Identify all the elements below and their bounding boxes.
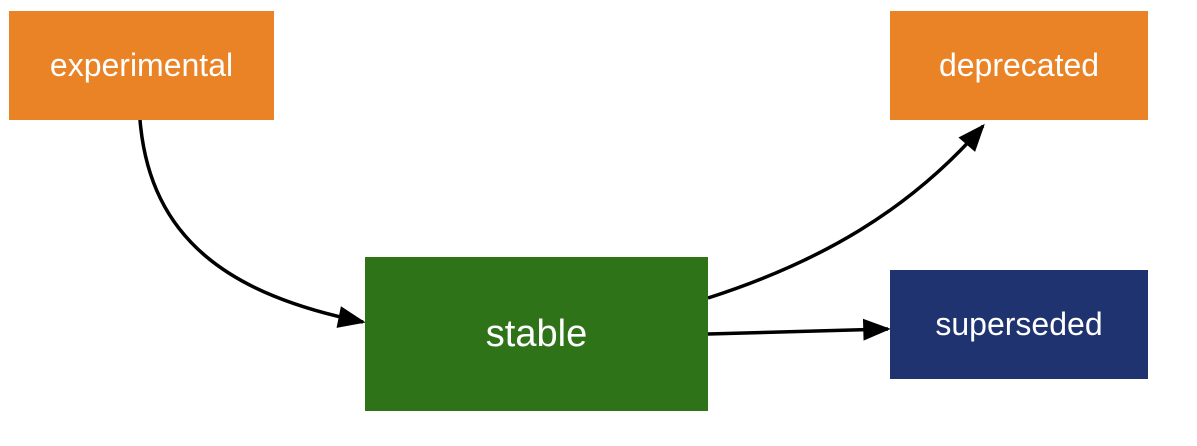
node-label: superseded — [935, 306, 1103, 342]
node-label: experimental — [49, 47, 234, 83]
edge-experimental-stable — [138, 119, 366, 328]
edge-stable-superseded — [707, 318, 891, 341]
node-stable: stable — [365, 257, 708, 411]
edge-stable-deprecated — [707, 123, 985, 300]
node-label: deprecated — [938, 47, 1100, 83]
node-superseded: superseded — [890, 270, 1148, 379]
node-experimental: experimental — [9, 11, 274, 120]
node-deprecated: deprecated — [890, 11, 1148, 120]
node-label: stable — [485, 312, 588, 355]
